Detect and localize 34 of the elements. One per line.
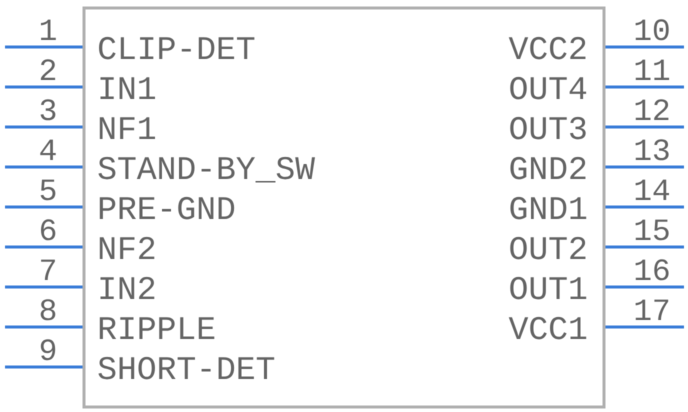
pin-number: 4 [40, 140, 56, 160]
pin-name: GND2 [510, 156, 586, 180]
pin-number: 11 [636, 60, 670, 80]
pin-name: OUT2 [510, 236, 586, 260]
pin-name: RIPPLE [100, 317, 214, 339]
pin-number: 6 [41, 219, 56, 240]
pin-name: PRE-GND [100, 196, 234, 220]
pin-number: 9 [40, 339, 56, 360]
pin-number: 17 [636, 300, 668, 320]
pin-name: SHORT-DET [98, 356, 274, 380]
pin-number: 15 [636, 220, 669, 240]
pin-number: 12 [636, 99, 668, 120]
pin-number: 16 [636, 259, 669, 280]
pin-number: 8 [40, 299, 56, 320]
pin-name: CLIP-DET [99, 36, 254, 60]
pin-name: VCC2 [508, 36, 586, 60]
pin-name: OUT4 [510, 76, 586, 100]
pin-number: 2 [40, 59, 56, 80]
pin-name: IN2 [100, 276, 154, 299]
pin-number: 5 [40, 180, 56, 200]
pin-number: 10 [636, 19, 669, 40]
pin-name: GND1 [510, 196, 586, 220]
pin-name: NF2 [100, 236, 154, 259]
pin-number: 7 [41, 260, 55, 280]
pin-name: OUT3 [510, 116, 586, 140]
pin-name: VCC1 [508, 316, 586, 340]
pin-name: STAND-BY_SW [98, 156, 315, 183]
pin-number: 13 [636, 139, 669, 160]
pin-name: OUT1 [510, 276, 586, 300]
pin-number: 3 [40, 99, 56, 120]
pin-name: NF1 [100, 117, 156, 139]
pin-number: 14 [636, 180, 670, 200]
pin-name: IN1 [100, 77, 156, 99]
pin-number: 1 [40, 20, 56, 40]
